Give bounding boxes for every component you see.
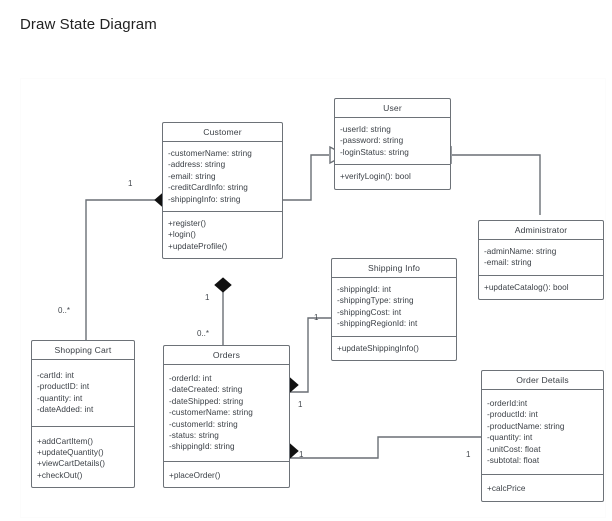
attribute: -status: string <box>169 431 219 441</box>
multiplicity-orders-details-one: 1 <box>299 450 304 459</box>
class-name-order-details: Order Details <box>482 371 603 390</box>
attribute: -customerId: string <box>169 419 238 429</box>
attribute: -orderId: int <box>169 374 212 383</box>
multiplicity-orders-many: 0..* <box>197 329 210 338</box>
attribute: -productName: string <box>487 421 565 431</box>
class-name-shopping-cart: Shopping Cart <box>32 341 134 360</box>
class-name-orders: Orders <box>164 346 289 365</box>
attribute: -customerName: string <box>169 408 253 418</box>
attribute: -shippingCost: int <box>337 307 402 317</box>
class-attributes-administrator: -adminName: string -email: string <box>479 240 603 276</box>
attribute: -dateAdded: int <box>37 405 94 415</box>
attribute: -userId: string <box>340 125 391 134</box>
attribute: -email: string <box>168 171 216 181</box>
diagram-canvas <box>20 78 606 518</box>
multiplicity-customer-orders: 1 <box>205 293 210 302</box>
attribute: -shippingInfo: string <box>168 194 241 204</box>
class-operations-shipping-info: +updateShippingInfo() <box>332 337 456 360</box>
attribute: -shippingType: string <box>337 296 414 306</box>
attribute: -dateShipped: string <box>169 396 244 406</box>
operation: +calcPrice <box>487 484 526 494</box>
class-operations-customer: +register() +login() +updateProfile() <box>163 212 282 258</box>
class-operations-user: +verifyLogin(): bool <box>335 165 450 188</box>
class-box-orders[interactable]: Orders -orderId: int -dateCreated: strin… <box>163 345 290 489</box>
class-attributes-shopping-cart: -cartId: int -productID: int -quantity: … <box>32 360 134 427</box>
operation: +register() <box>168 219 207 229</box>
operation: +updateShippingInfo() <box>337 343 419 353</box>
multiplicity-cart-many: 0..* <box>58 306 71 315</box>
class-box-order-details[interactable]: Order Details -orderId:int -productId: i… <box>481 370 604 502</box>
attribute: -quantity: int <box>487 433 533 443</box>
operation: +addCartItem() <box>37 436 93 446</box>
class-name-customer: Customer <box>163 123 282 142</box>
attribute: -shippingRegionId: int <box>337 319 418 329</box>
class-attributes-user: -userId: string -password: string -login… <box>335 118 450 166</box>
class-operations-administrator: +updateCatalog(): bool <box>479 276 603 299</box>
attribute: -orderId:int <box>487 399 528 408</box>
attribute: -productId: int <box>487 410 538 420</box>
class-box-shipping-info[interactable]: Shipping Info -shippingId: int -shipping… <box>331 258 457 362</box>
class-attributes-customer: -customerName: string -address: string -… <box>163 142 282 213</box>
class-box-customer[interactable]: Customer -customerName: string -address:… <box>162 122 283 260</box>
edge-orders-details <box>290 436 481 459</box>
operation: +verifyLogin(): bool <box>340 172 411 182</box>
edge-customer-cart <box>85 199 155 340</box>
attribute: -address: string <box>168 160 226 170</box>
attribute: -creditCardInfo: string <box>168 183 248 193</box>
class-name-user: User <box>335 99 450 118</box>
class-attributes-orders: -orderId: int -dateCreated: string -date… <box>164 365 289 462</box>
attribute: -adminName: string <box>484 247 557 256</box>
class-operations-order-details: +calcPrice <box>482 475 603 500</box>
class-box-administrator[interactable]: Administrator -adminName: string -email:… <box>478 220 604 301</box>
operation: +updateQuantity() <box>37 448 104 458</box>
class-attributes-shipping-info: -shippingId: int -shippingType: string -… <box>332 278 456 337</box>
attribute: -dateCreated: string <box>169 385 243 395</box>
attribute: -loginStatus: string <box>340 147 409 157</box>
edge-orders-shipping <box>290 317 331 393</box>
attribute: -shippingId: int <box>337 285 392 294</box>
operation: +updateCatalog(): bool <box>484 282 569 292</box>
class-operations-orders: +placeOrder() <box>164 462 289 487</box>
operation: +viewCartDetails() <box>37 459 106 469</box>
class-box-shopping-cart[interactable]: Shopping Cart -cartId: int -productID: i… <box>31 340 135 489</box>
attribute: -quantity: int <box>37 393 83 403</box>
page-title: Draw State Diagram <box>20 16 157 33</box>
attribute: -password: string <box>340 136 404 146</box>
attribute: -productID: int <box>37 382 90 392</box>
attribute: -customerName: string <box>168 149 252 158</box>
attribute: -email: string <box>484 258 532 268</box>
attribute: -subtotal: float <box>487 456 540 466</box>
operation: +placeOrder() <box>169 470 221 480</box>
attribute: -unitCost: float <box>487 444 541 454</box>
class-name-shipping-info: Shipping Info <box>332 259 456 278</box>
class-box-user[interactable]: User -userId: string -password: string -… <box>334 98 451 190</box>
operation: +checkOut() <box>37 470 83 480</box>
multiplicity-orders-shipping-one: 1 <box>298 400 303 409</box>
multiplicity-order-details-one: 1 <box>466 450 471 459</box>
multiplicity-shipping-one: 1 <box>314 313 319 322</box>
edge-customer-user <box>283 154 329 201</box>
attribute: -shippingId: string <box>169 442 235 452</box>
class-operations-shopping-cart: +addCartItem() +updateQuantity() +viewCa… <box>32 427 134 488</box>
operation: +updateProfile() <box>168 241 228 251</box>
class-name-administrator: Administrator <box>479 221 603 240</box>
operation: +login() <box>168 230 196 240</box>
multiplicity-customer-cart: 1 <box>128 179 133 188</box>
class-attributes-order-details: -orderId:int -productId: int -productNam… <box>482 390 603 476</box>
composition-diamond-customer-orders <box>214 277 232 293</box>
edge-administrator-user <box>452 154 541 215</box>
attribute: -cartId: int <box>37 371 74 380</box>
